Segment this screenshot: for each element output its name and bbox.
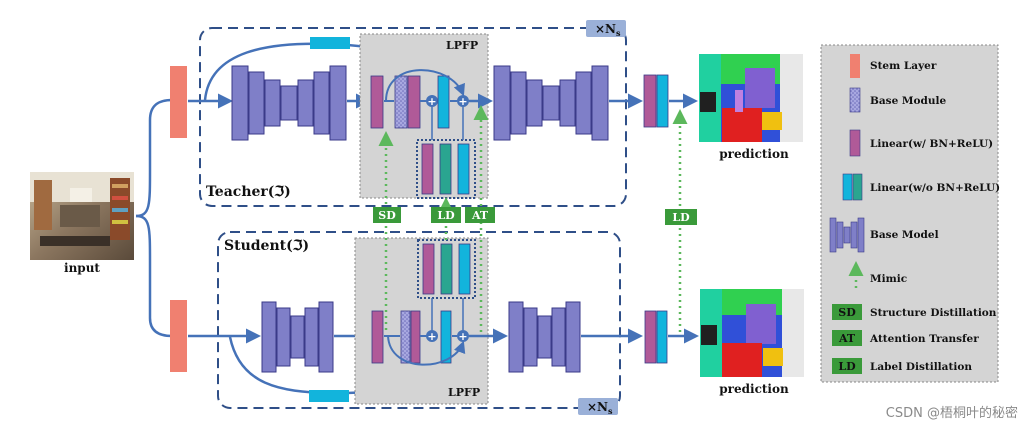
teacher-add-node-1 bbox=[426, 95, 438, 107]
legend-at-label: Attention Transfer bbox=[869, 333, 979, 345]
teacher-repeat-badge bbox=[586, 20, 626, 37]
legend-linear-bn-icon bbox=[849, 129, 861, 157]
student-add-node-1 bbox=[426, 330, 438, 342]
svg-text:SD: SD bbox=[838, 306, 856, 319]
student-base-model-2 bbox=[508, 301, 581, 373]
student-lpfp-linear-nobn bbox=[440, 310, 452, 364]
teacher-prediction-label: prediction bbox=[719, 147, 789, 161]
student-head-linear-nobn bbox=[656, 310, 668, 364]
svg-text:LD: LD bbox=[672, 211, 690, 224]
student-lpfp-linear-bn-2 bbox=[410, 310, 421, 364]
legend-at-badge bbox=[832, 330, 862, 346]
legend-base-model-label: Base Model bbox=[870, 229, 939, 241]
ld-output-badge bbox=[665, 209, 697, 225]
teacher-lpfp-linear-nobn bbox=[437, 75, 450, 129]
legend-base-module-icon bbox=[849, 87, 861, 113]
legend-mimic-label: Mimic bbox=[870, 273, 907, 285]
teacher-lpfp-label: LPFP bbox=[446, 39, 478, 52]
student-lpfp-linear-bn bbox=[371, 310, 384, 364]
legend-box bbox=[820, 44, 999, 383]
svg-text:+: + bbox=[458, 95, 467, 108]
legend-linear-nobn-icon-1 bbox=[842, 173, 853, 201]
teacher-label: Teacher(ℑ) bbox=[206, 184, 291, 200]
student-repeat-badge bbox=[578, 398, 618, 415]
legend-base-module-label: Base Module bbox=[870, 95, 947, 107]
legend-ld-badge bbox=[832, 358, 862, 374]
legend-stem-label: Stem Layer bbox=[870, 60, 937, 72]
svg-text:AT: AT bbox=[471, 209, 489, 222]
teacher-add-node-2 bbox=[457, 95, 469, 107]
legend-linear-nobn-label: Linear(w/o BN+ReLU) bbox=[870, 182, 1000, 194]
svg-text:+: + bbox=[427, 330, 436, 343]
teacher-lpfp-linear-bn-2 bbox=[407, 75, 421, 129]
svg-text:SD: SD bbox=[378, 209, 396, 222]
student-base-module bbox=[400, 310, 411, 364]
legend-stem-icon bbox=[850, 54, 860, 78]
branch-to-teacher bbox=[135, 98, 173, 218]
input-label: input bbox=[64, 261, 100, 275]
input-image bbox=[30, 172, 134, 260]
student-label: Student(ℑ) bbox=[224, 238, 309, 254]
teacher-skip-linear bbox=[310, 37, 350, 49]
student-add-node-2 bbox=[457, 330, 469, 342]
legend-linear-nobn-icon-2 bbox=[852, 173, 863, 201]
teacher-repeat-label: ×Ns bbox=[595, 22, 621, 38]
teacher-head-linear-nobn bbox=[656, 74, 669, 128]
teacher-base-model-2 bbox=[493, 65, 609, 141]
legend-ld-label: Label Distillation bbox=[870, 361, 972, 373]
sd-badge bbox=[373, 207, 401, 223]
ld-inner-badge bbox=[431, 207, 461, 223]
teacher-prediction-image bbox=[699, 54, 803, 142]
svg-text:LD: LD bbox=[838, 360, 856, 373]
student-head-linear-bn bbox=[644, 310, 657, 364]
student-lpfp-label: LPFP bbox=[448, 386, 480, 399]
legend-base-model-icon bbox=[829, 217, 865, 253]
student-repeat-label: ×Ns bbox=[587, 400, 613, 416]
student-prediction-label: prediction bbox=[719, 382, 789, 396]
teacher-base-model-1 bbox=[231, 65, 347, 141]
student-stem-layer bbox=[170, 300, 187, 372]
teacher-stem-layer bbox=[170, 66, 187, 138]
at-badge bbox=[465, 207, 495, 223]
legend-sd-badge bbox=[832, 304, 862, 320]
student-prediction-image bbox=[700, 289, 804, 377]
teacher-base-module bbox=[394, 75, 408, 129]
legend-linear-bn-label: Linear(w/ BN+ReLU) bbox=[870, 138, 993, 150]
csdn-watermark: CSDN @梧桐叶的秘密 bbox=[886, 405, 1018, 421]
teacher-lpfp-linear-bn bbox=[370, 75, 384, 129]
teacher-head-linear-bn bbox=[643, 74, 657, 128]
svg-text:+: + bbox=[458, 330, 467, 343]
branch-to-student bbox=[135, 214, 173, 338]
legend-sd-label: Structure Distillation bbox=[870, 307, 997, 319]
svg-text:LD: LD bbox=[437, 209, 455, 222]
teacher-frame bbox=[199, 27, 627, 207]
student-base-model-1 bbox=[261, 301, 334, 373]
svg-text:AT: AT bbox=[838, 332, 856, 345]
student-frame bbox=[217, 231, 621, 409]
svg-text:+: + bbox=[427, 95, 436, 108]
student-skip-linear bbox=[309, 390, 349, 402]
